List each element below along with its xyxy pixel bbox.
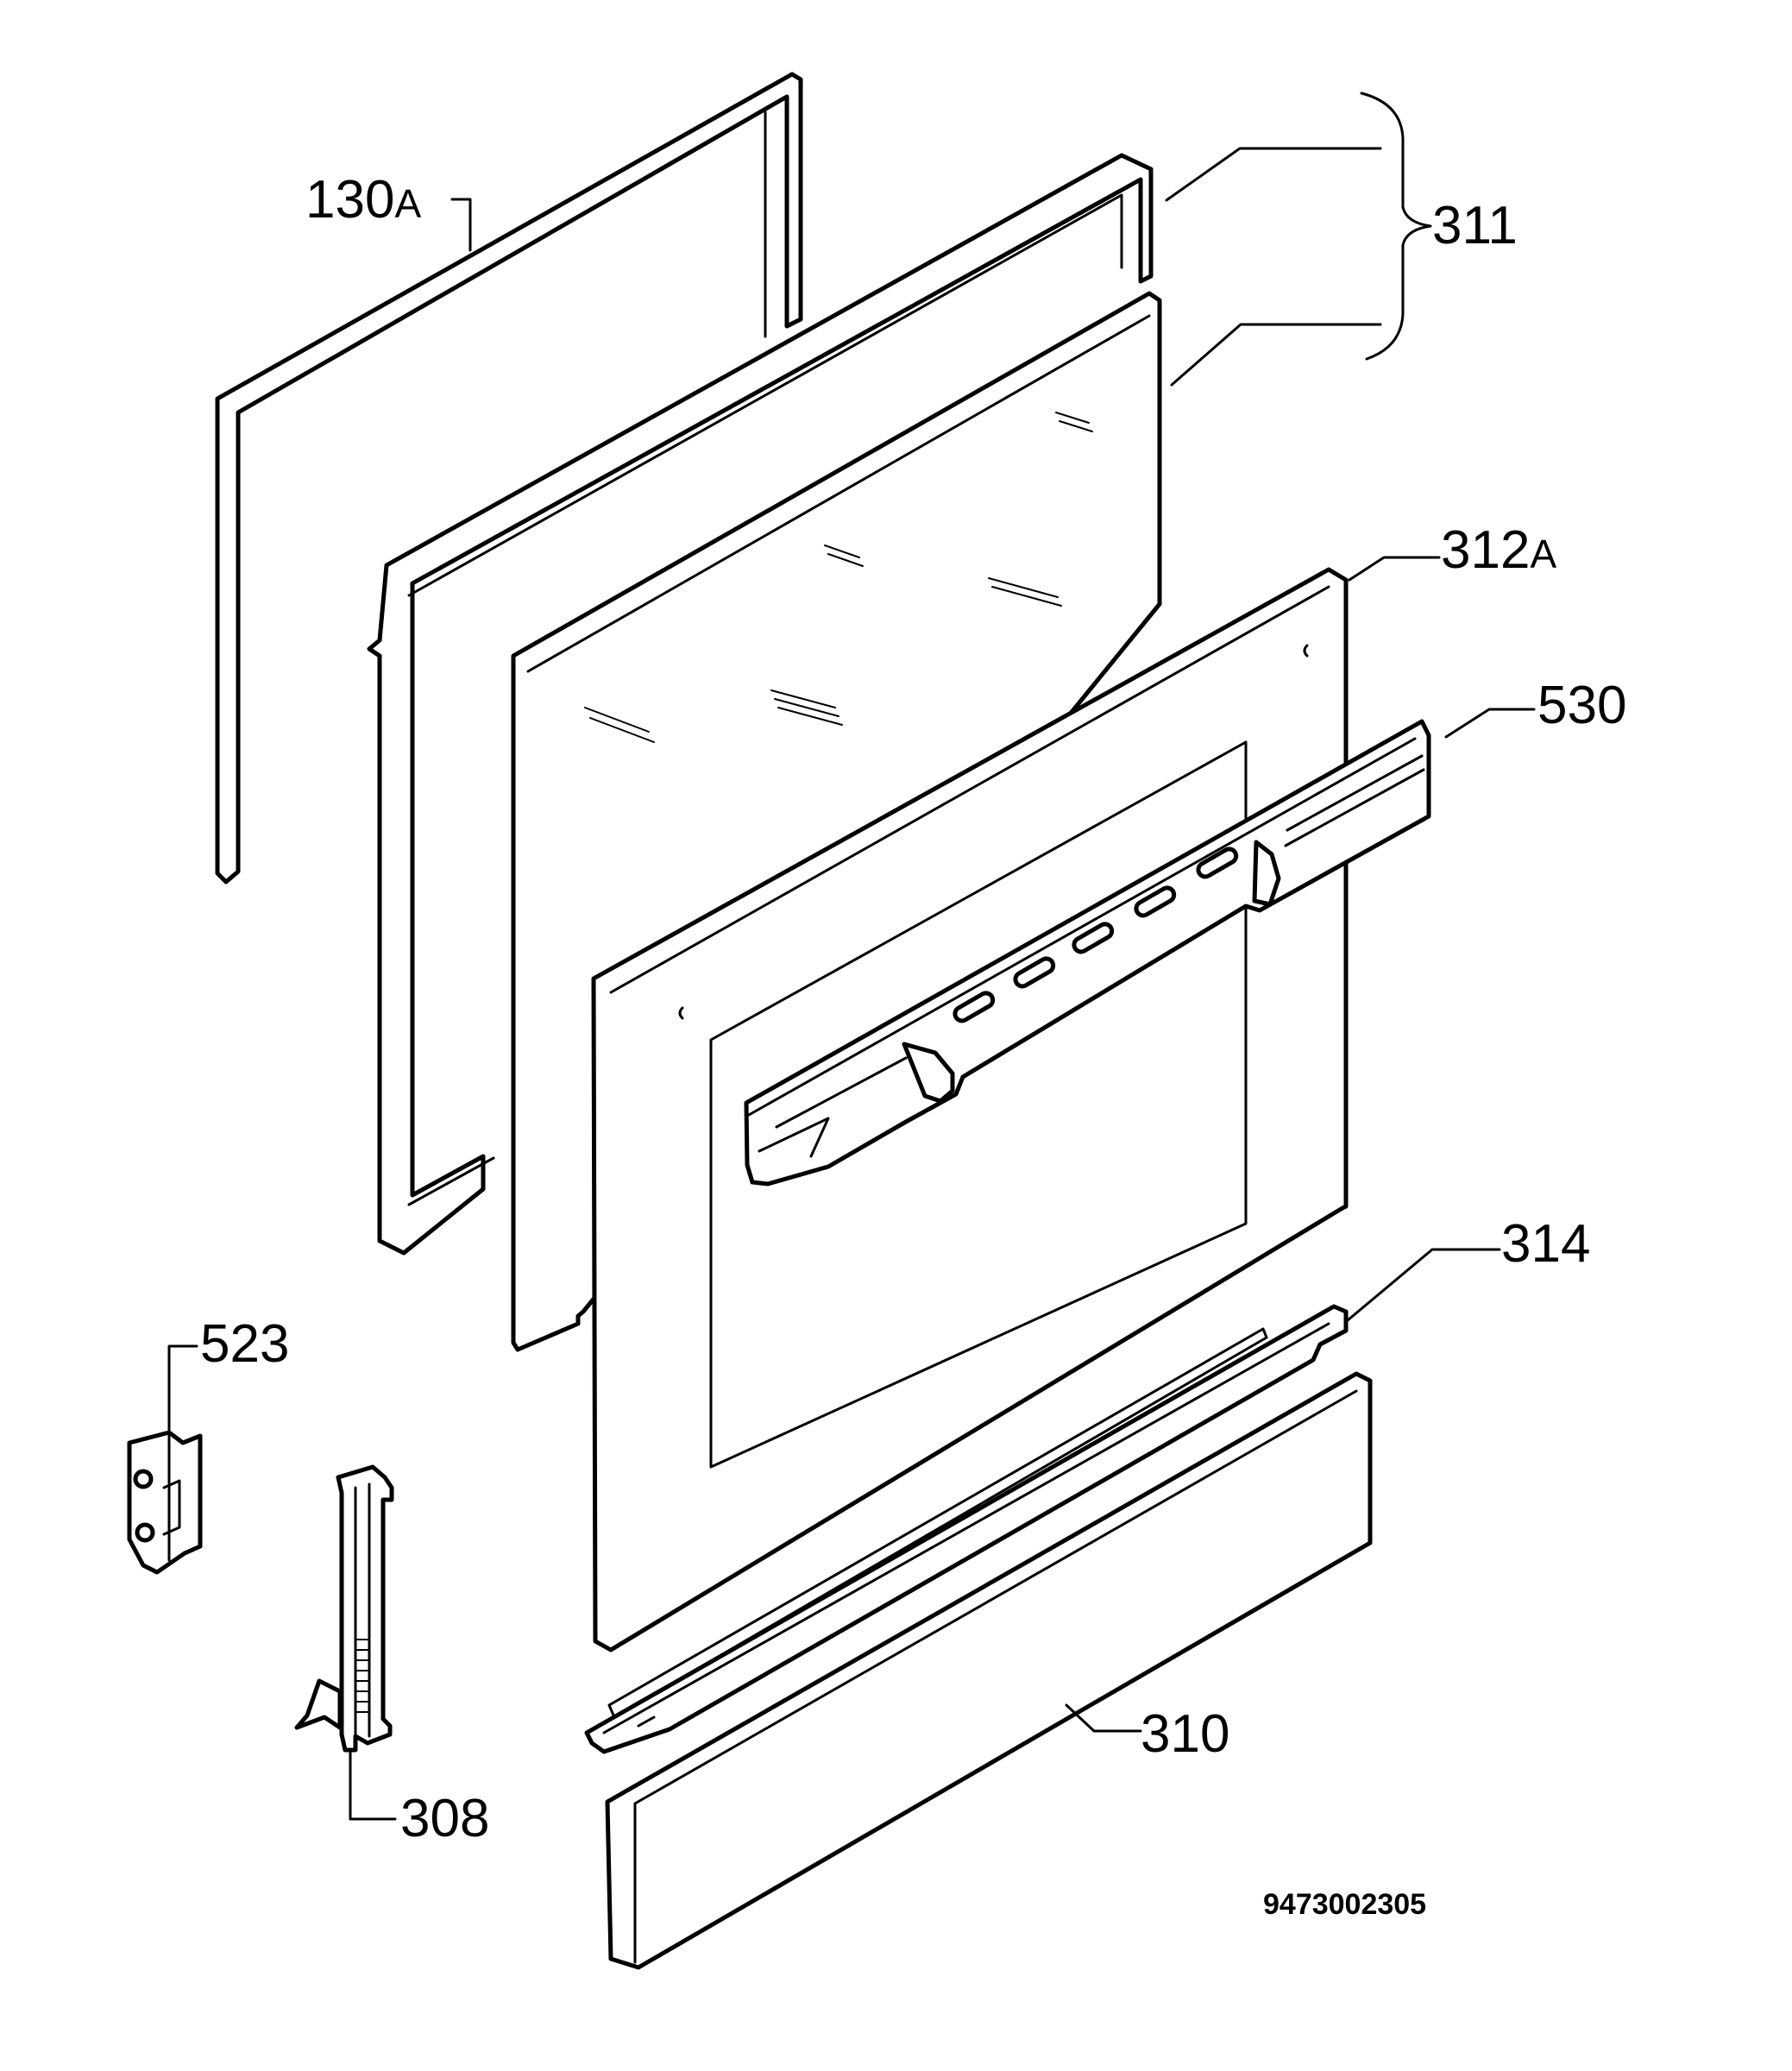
document-number: 9473002305 bbox=[1263, 1888, 1426, 1921]
part-308-hinge bbox=[294, 1464, 394, 1753]
callout-312a: 312A bbox=[1441, 520, 1556, 580]
brace-311 bbox=[1360, 91, 1432, 361]
leader-310 bbox=[1065, 1703, 1142, 1733]
leader-314 bbox=[1346, 1248, 1501, 1322]
part-310-kick-panel bbox=[605, 1371, 1373, 1970]
part-130a-door-seal bbox=[215, 72, 803, 884]
part-314-bottom-rail bbox=[584, 1304, 1349, 1754]
leader-130a bbox=[450, 198, 472, 252]
callout-308: 308 bbox=[400, 1789, 489, 1848]
leader-308 bbox=[349, 1750, 397, 1821]
part-530-door-handle bbox=[744, 719, 1431, 1187]
part-312a-outer-door-panel bbox=[591, 567, 1349, 1652]
callout-310: 310 bbox=[1141, 1704, 1229, 1764]
callout-314: 314 bbox=[1501, 1214, 1590, 1274]
part-523-hinge-bracket bbox=[127, 1430, 203, 1575]
leader-311-upper bbox=[1165, 147, 1382, 202]
callout-130a: 130A bbox=[305, 170, 421, 230]
leader-312a bbox=[1348, 556, 1441, 582]
callout-530: 530 bbox=[1537, 676, 1626, 735]
leader-523 bbox=[167, 1344, 198, 1446]
callout-311: 311 bbox=[1432, 196, 1518, 255]
part-311-inner-frame bbox=[367, 153, 1154, 1256]
leader-lines bbox=[167, 91, 1536, 1821]
leader-311-lower bbox=[1170, 323, 1382, 387]
callout-523: 523 bbox=[200, 1314, 289, 1374]
leader-530 bbox=[1444, 708, 1536, 739]
handle-slots bbox=[953, 847, 1239, 1023]
